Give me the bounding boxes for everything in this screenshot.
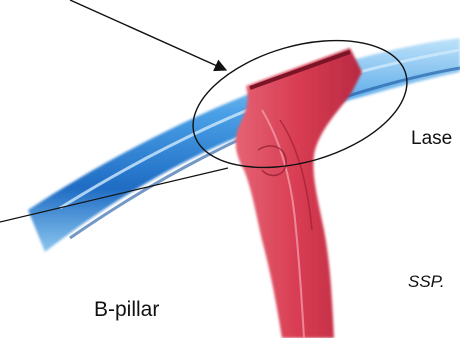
label-ssp: SSP.: [408, 272, 445, 292]
arrow-icon: [70, 0, 226, 70]
label-b-pillar: B-pillar: [94, 298, 159, 322]
b-pillar-part: [236, 48, 362, 338]
label-laser: Lase: [411, 128, 452, 150]
